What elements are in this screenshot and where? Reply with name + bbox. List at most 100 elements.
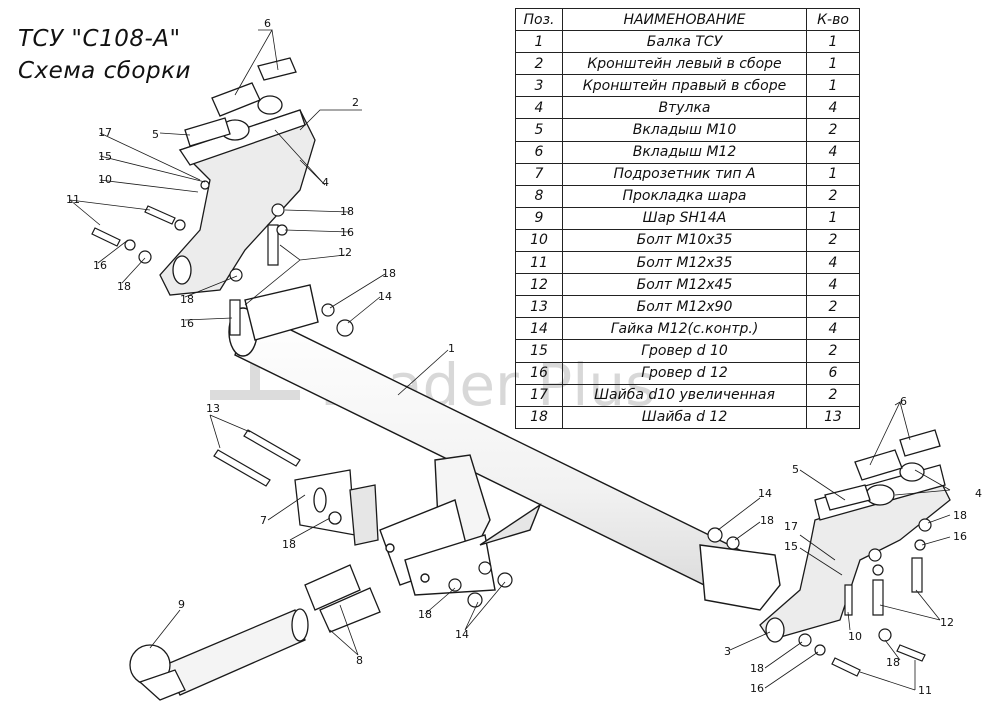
callout-16-d: 16 [953,530,967,543]
cell-qty: 1 [806,162,860,186]
callout-6-right: 6 [900,395,907,408]
callout-1: 1 [448,342,455,355]
cell-pos: 4 [515,96,563,120]
cell-name: Шайба d 12 [562,405,807,429]
callout-16-c: 16 [180,317,194,330]
cell-name: Кронштейн левый в сборе [562,52,807,76]
callout-14-b: 14 [455,628,469,641]
diagram-title: ТСУ "С108-А" [18,26,181,52]
callout-15-left: 15 [98,150,112,163]
cell-pos: 1 [515,30,563,54]
cell-name: Болт М12х45 [562,273,807,297]
callout-16-a: 16 [93,259,107,272]
callout-4-left: 4 [322,176,329,189]
cell-pos: 6 [515,140,563,164]
callout-16-b: 16 [340,226,354,239]
cell-name: Болт М12х35 [562,251,807,275]
cell-pos: 13 [515,295,563,319]
socket-plate-part-7 [294,469,379,546]
callout-13: 13 [206,402,220,415]
cell-pos: 11 [515,251,563,275]
cell-name: Вкладыш М10 [562,118,807,142]
cell-name: Шайба d10 увеличенная [562,383,807,407]
callout-3: 3 [724,645,731,658]
cell-pos: 3 [515,74,563,98]
callout-17-left: 17 [98,126,112,139]
cell-name: Вкладыш М12 [562,140,807,164]
spacer-plates-part-8 [304,564,381,633]
callout-15-right: 15 [784,540,798,553]
callout-16-e: 16 [750,682,764,695]
callout-5-right: 5 [792,463,799,476]
cell-qty: 2 [806,295,860,319]
callout-18-i: 18 [750,662,764,675]
header-pos: Поз. [515,7,563,32]
right-bracket-part-3 [759,429,951,643]
callout-18-g: 18 [760,514,774,527]
cell-name: Гровер d 12 [562,361,807,385]
cell-name: Шар SH14A [562,206,807,230]
callout-labels: 6 2 4 5 17 15 10 11 16 18 18 16 12 18 16… [66,17,982,697]
cell-qty: 2 [806,184,860,208]
cell-pos: 9 [515,206,563,230]
cell-name: Подрозетник тип А [562,162,807,186]
callout-6-left: 6 [264,17,271,30]
cell-qty: 4 [806,251,860,275]
callout-18-h: 18 [953,509,967,522]
cell-qty: 1 [806,206,860,230]
callout-18-d: 18 [382,267,396,280]
callout-12-left: 12 [338,246,352,259]
tow-ball-part-9 [129,608,309,701]
cell-pos: 10 [515,228,563,253]
cell-pos: 15 [515,339,563,363]
cell-qty: 2 [806,339,860,363]
cell-qty: 4 [806,317,860,341]
cell-name: Болт М10х35 [562,228,807,253]
callout-18-b: 18 [340,205,354,218]
cell-qty: 13 [806,405,860,429]
cell-name: Балка ТСУ [562,30,807,54]
cell-pos: 14 [515,317,563,341]
cell-pos: 5 [515,118,563,142]
cell-name: Гайка М12(с.контр.) [562,317,807,341]
table-header-row: Поз. НАИМЕНОВАНИЕ К-во [515,7,860,32]
cell-qty: 4 [806,273,860,297]
leader-lines [69,29,951,691]
callout-18-e: 18 [282,538,296,551]
cell-pos: 2 [515,52,563,76]
callout-11-left: 11 [66,193,80,206]
beam-part-1 [228,284,781,611]
cell-qty: 2 [806,383,860,407]
callout-4-right: 4 [975,487,982,500]
callout-18-a: 18 [117,280,131,293]
left-bracket-part-2 [159,57,316,296]
callout-17-right: 17 [784,520,798,533]
fasteners [91,180,932,677]
callout-14-a: 14 [378,290,392,303]
callout-5-left: 5 [152,128,159,141]
header-qty: К-во [806,7,860,32]
diagram-subtitle: Схема сборки [18,58,191,84]
cell-name: Прокладка шара [562,184,807,208]
cell-pos: 7 [515,162,563,186]
callout-2: 2 [352,96,359,109]
cell-qty: 1 [806,52,860,76]
